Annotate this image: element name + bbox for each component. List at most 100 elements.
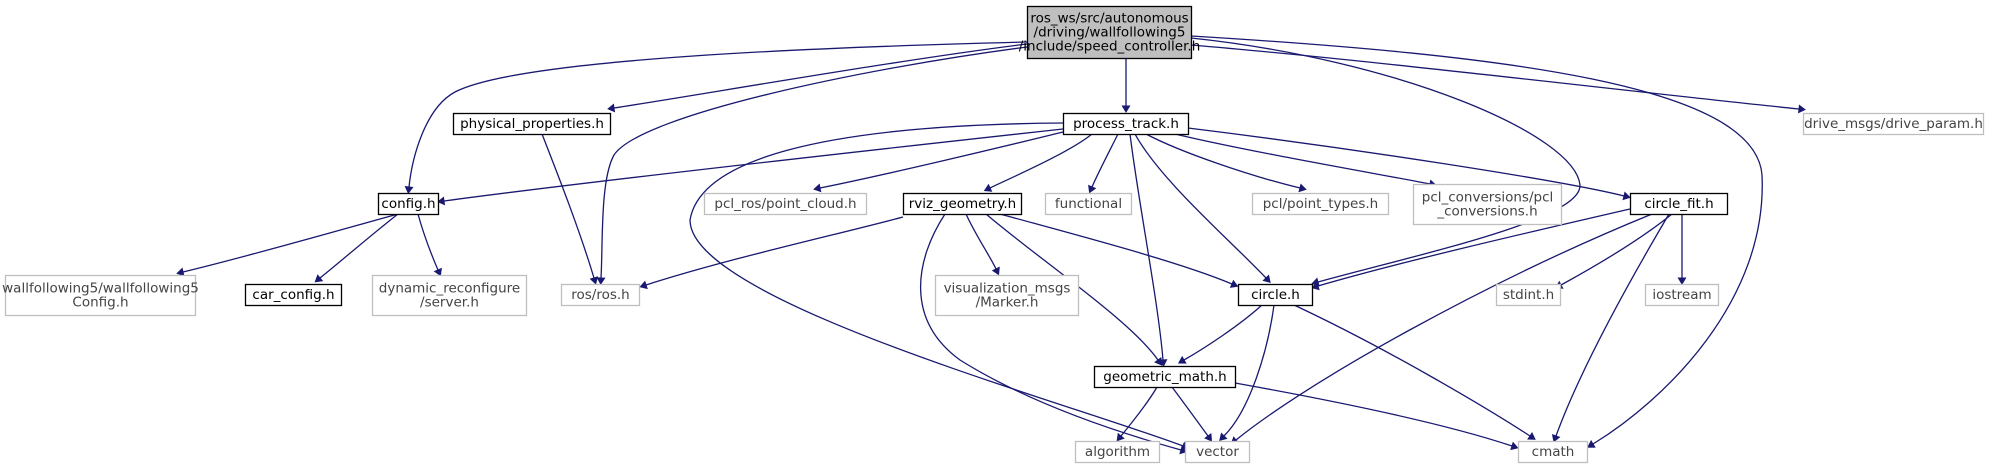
edge-arrowhead: [1510, 441, 1519, 451]
node-stdint[interactable]: stdint.h: [1495, 283, 1562, 307]
node-label: ros_ws/src/autonomous: [1030, 11, 1188, 27]
edge-line: [1190, 44, 1800, 110]
edge-arrowhead: [813, 183, 822, 193]
node-box: [1412, 183, 1563, 226]
edge-arrowhead: [1551, 434, 1561, 443]
node-viz-marker[interactable]: visualization_msgs/Marker.h: [934, 274, 1080, 317]
node-label: /server.h: [420, 295, 479, 311]
node-label: vector: [1196, 444, 1239, 460]
edge-arrowhead: [983, 183, 993, 192]
node-box: [1044, 192, 1133, 216]
node-drive-param[interactable]: drive_msgs/drive_param.h: [1802, 112, 1985, 136]
edge-process_track-to-circle: [1134, 133, 1271, 283]
edge-arrowhead: [1116, 432, 1125, 442]
edge-geometric_math-to-cmath: [1234, 382, 1519, 451]
edge-circle_fit-to-circle: [1311, 208, 1631, 291]
edge-speed_controller-to-config: [404, 41, 1028, 194]
node-box: [560, 283, 641, 307]
node-speed-controller[interactable]: ros_ws/src/autonomous/driving/wallfollow…: [1019, 5, 1201, 60]
edge-line: [541, 133, 595, 279]
node-label: pcl_ros/point_cloud.h: [714, 196, 856, 212]
edge-circle-to-geometric_math: [1177, 304, 1263, 364]
edge-line: [319, 213, 399, 279]
node-label: ros/ros.h: [571, 287, 630, 303]
edge-rviz_geometry-to-geometric_math: [985, 213, 1163, 366]
edge-line: [1174, 133, 1431, 185]
edge-speed_controller-to-physical_properties: [607, 43, 1028, 113]
node-ros-ros[interactable]: ros/ros.h: [560, 283, 641, 307]
node-label: dynamic_reconfigure: [379, 281, 520, 297]
edge-line: [1560, 213, 1673, 286]
node-box: [1495, 283, 1562, 307]
edge-arrowhead: [1587, 439, 1596, 448]
node-circle-fit[interactable]: circle_fit.h: [1629, 192, 1729, 216]
edge-rviz_geometry-to-ros_ros: [639, 216, 904, 290]
node-pcl-point-cloud[interactable]: pcl_ros/point_cloud.h: [703, 192, 868, 216]
edge-line: [1183, 304, 1263, 361]
node-rviz-geometry[interactable]: rviz_geometry.h: [902, 192, 1023, 216]
edge-line: [1317, 208, 1631, 287]
edge-process_track-to-geometric_math: [1129, 133, 1168, 367]
edge-line: [1555, 213, 1670, 437]
node-box: [1074, 440, 1161, 464]
edge-circle_fit-to-vector: [1230, 213, 1653, 445]
node-vector[interactable]: vector: [1184, 440, 1251, 464]
edge-arrowhead: [596, 277, 606, 285]
edge-geometric_math-to-vector: [1171, 386, 1213, 442]
node-algorithm[interactable]: algorithm: [1074, 440, 1161, 464]
edge-arrowhead: [1088, 184, 1097, 194]
node-circle[interactable]: circle.h: [1237, 283, 1314, 307]
node-label: config.h: [381, 196, 435, 212]
edge-speed_controller-to-ros_ros: [596, 46, 1028, 285]
node-box: [1802, 112, 1985, 136]
edge-circle-to-vector: [1219, 304, 1275, 441]
node-physical-properties[interactable]: physical_properties.h: [452, 112, 612, 136]
edge-line: [1129, 133, 1164, 361]
edge-arrowhead: [1798, 104, 1806, 114]
edge-physical_properties-to-ros_ros: [541, 133, 599, 285]
node-iostream[interactable]: iostream: [1644, 283, 1720, 307]
edge-arrowhead: [437, 196, 446, 206]
node-label: physical_properties.h: [460, 116, 604, 132]
edge-arrowhead: [1177, 355, 1187, 364]
edge-circle_fit-to-stdint: [1554, 213, 1673, 289]
node-label: wallfollowing5/wallfollowing5: [2, 281, 199, 297]
node-label: /driving/wallfollowing5: [1034, 25, 1186, 41]
edge-arrowhead: [176, 267, 185, 277]
edge-arrowhead: [1527, 431, 1536, 440]
edge-rviz_geometry-to-vector: [919, 213, 1188, 455]
node-box: [1644, 283, 1720, 307]
node-functional[interactable]: functional: [1044, 192, 1133, 216]
node-label: geometric_math.h: [1103, 369, 1226, 385]
edge-arrowhead: [1204, 432, 1213, 442]
node-pcl-point-types[interactable]: pcl/point_types.h: [1251, 192, 1390, 216]
node-box: [371, 274, 528, 317]
edge-circle-to-cmath: [1293, 304, 1536, 440]
node-cmath[interactable]: cmath: [1517, 440, 1589, 464]
node-process-track[interactable]: process_track.h: [1062, 112, 1190, 136]
edge-arrowhead: [1219, 432, 1228, 441]
node-car-config[interactable]: car_config.h: [244, 283, 343, 307]
node-geometric-math[interactable]: geometric_math.h: [1093, 365, 1237, 389]
edge-arrowhead: [404, 186, 414, 194]
edge-arrowhead: [1311, 281, 1320, 291]
node-dyn-server[interactable]: dynamic_reconfigure/server.h: [371, 274, 528, 317]
node-box: [377, 192, 440, 216]
edge-arrowhead: [1677, 277, 1687, 285]
node-box: [1062, 112, 1190, 136]
edge-line: [919, 213, 1182, 451]
node-box: [1093, 365, 1237, 389]
edge-process_track-to-pcl_point_types: [1145, 133, 1307, 193]
edge-circle_fit-to-iostream: [1677, 213, 1687, 285]
edge-line: [1223, 304, 1275, 437]
edge-arrowhead: [1298, 183, 1307, 193]
node-label: Config.h: [72, 295, 128, 311]
node-label: circle.h: [1251, 287, 1300, 303]
node-label: process_track.h: [1073, 116, 1179, 132]
edges-layer: [176, 35, 1806, 455]
node-config[interactable]: config.h: [377, 192, 440, 216]
node-pcl-conversions[interactable]: pcl_conversions/pcl_conversions.h: [1412, 183, 1563, 226]
edge-process_track-to-pcl_conversions: [1174, 133, 1437, 189]
edge-arrowhead: [991, 266, 1000, 276]
